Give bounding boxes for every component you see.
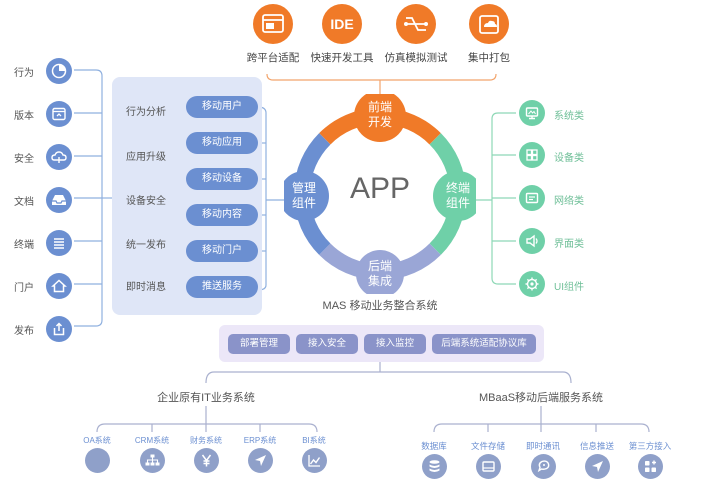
frontend-node (354, 94, 406, 142)
management-label: 管理组件 (291, 181, 316, 210)
right-label: 网络类 (554, 196, 584, 207)
tool-ide[interactable]: IDE (322, 4, 362, 44)
access-monitor-button[interactable]: 接入监控 (364, 334, 426, 354)
network-icon[interactable] (519, 185, 545, 211)
push-service-button[interactable]: 推送服务 (186, 276, 258, 298)
left-label: 发布 (14, 326, 34, 337)
mbaas-label: 信息推送 (579, 441, 614, 451)
left-label: 终端 (14, 240, 34, 251)
cloud-shield-icon[interactable] (46, 144, 72, 170)
ide-icon: IDE (322, 4, 362, 44)
right-label: UI组件 (554, 282, 584, 293)
management-feature: 统一发布 (126, 240, 166, 251)
left-label: 版本 (14, 111, 34, 122)
mbaas-title: MBaaS移动后端服务系统 (478, 392, 604, 404)
window-icon (253, 4, 293, 44)
management-feature: 行为分析 (126, 107, 166, 118)
management-feature: 即时消息 (126, 282, 166, 293)
mobile-user-button[interactable]: 移动用户 (186, 96, 258, 118)
access-security-button[interactable]: 接入安全 (296, 334, 358, 354)
mobile-device-button[interactable]: 移动设备 (186, 168, 258, 190)
simulation-icon (396, 4, 436, 44)
app-title: APP (349, 172, 411, 205)
left-label: 门户 (14, 283, 34, 294)
left-label: 行为 (14, 68, 34, 79)
version-icon[interactable] (46, 101, 72, 127)
mas-title: MAS 移动业务整合系统 (322, 300, 438, 312)
backend-label: 后端集成 (367, 259, 392, 288)
mbaas-label: 文件存储 (470, 441, 505, 451)
mbaas-label: 第三方接入 (628, 441, 672, 451)
list-icon[interactable] (46, 230, 72, 256)
backend-adapter-button[interactable]: 后端系统适配协议库 (432, 334, 536, 354)
org-chart-icon[interactable] (140, 448, 165, 473)
right-label: 界面类 (554, 239, 584, 250)
enterprise-label: CRM系统 (134, 436, 170, 445)
line-chart-icon[interactable] (302, 448, 327, 473)
deploy-management-button[interactable]: 部署管理 (228, 334, 290, 354)
tool-label: 快速开发工具 (310, 52, 374, 64)
upload-icon[interactable] (46, 316, 72, 342)
interface-icon[interactable] (519, 228, 545, 254)
home-icon[interactable] (46, 273, 72, 299)
right-label: 系统类 (554, 111, 584, 122)
mbaas-label: 数据库 (421, 441, 447, 451)
circle-icon[interactable] (85, 448, 110, 473)
enterprise-label: 财务系统 (190, 436, 222, 445)
push-icon[interactable] (585, 454, 610, 479)
enterprise-label: OA系统 (83, 436, 111, 445)
tool-cross-platform[interactable] (253, 4, 293, 44)
yen-icon[interactable] (194, 448, 219, 473)
mobile-content-button[interactable]: 移动内容 (186, 204, 258, 226)
tool-simulation[interactable] (396, 4, 436, 44)
gear-icon[interactable] (519, 271, 545, 297)
left-label: 安全 (14, 154, 34, 165)
package-icon (469, 4, 509, 44)
enterprise-title: 企业原有IT业务系统 (157, 392, 255, 404)
app-ring (284, 94, 476, 294)
tool-label: 跨平台适配 (246, 52, 300, 64)
right-label: 设备类 (554, 153, 584, 164)
left-label: 文档 (14, 197, 34, 208)
mbaas-label: 即时通讯 (525, 441, 560, 451)
backend-node (356, 250, 404, 294)
inbox-icon[interactable] (46, 187, 72, 213)
plugin-icon[interactable] (638, 454, 663, 479)
management-node (284, 171, 329, 221)
management-feature: 设备安全 (126, 196, 166, 207)
tool-label: 集中打包 (468, 52, 510, 64)
grid-icon[interactable] (519, 142, 545, 168)
mobile-app-button[interactable]: 移动应用 (186, 132, 258, 154)
chat-icon[interactable] (531, 454, 556, 479)
enterprise-label: BI系统 (302, 436, 326, 445)
monitor-icon[interactable] (519, 100, 545, 126)
terminal-label: 终端组件 (445, 181, 470, 210)
management-feature: 应用升级 (126, 152, 166, 163)
terminal-node (433, 171, 476, 221)
pie-chart-icon[interactable] (46, 58, 72, 84)
storage-icon[interactable] (476, 454, 501, 479)
frontend-label: 前端开发 (367, 100, 392, 129)
database-icon[interactable] (422, 454, 447, 479)
tool-label: 仿真模拟测试 (384, 52, 448, 64)
tool-package[interactable] (469, 4, 509, 44)
send-icon[interactable] (248, 448, 273, 473)
mobile-portal-button[interactable]: 移动门户 (186, 240, 258, 262)
enterprise-label: ERP系统 (243, 436, 277, 445)
